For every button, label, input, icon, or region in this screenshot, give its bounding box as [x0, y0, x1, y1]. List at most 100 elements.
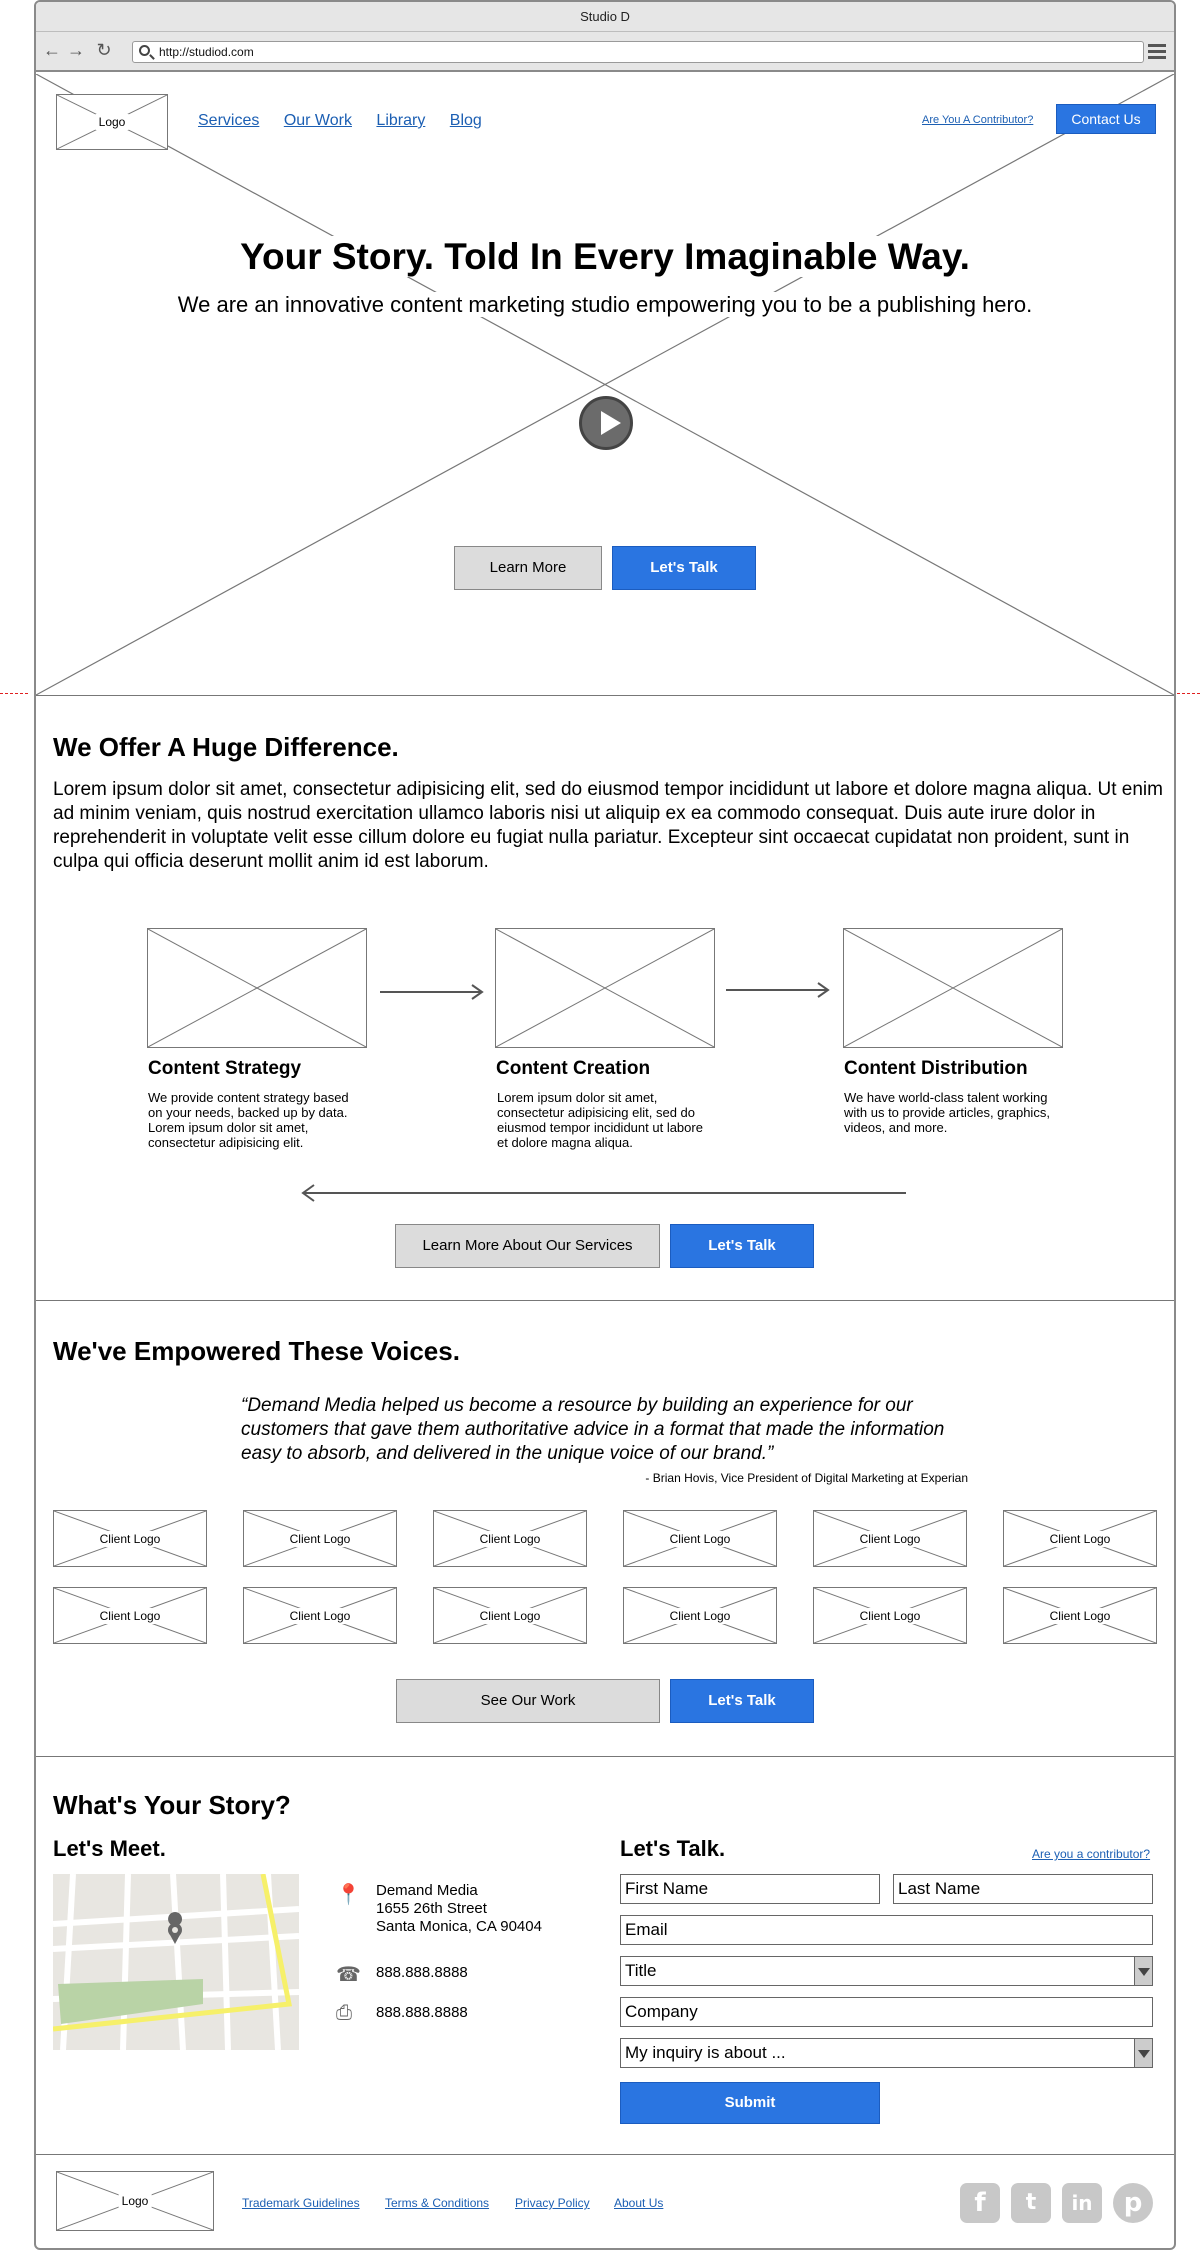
fold-marker-left	[0, 693, 28, 694]
step-image-creation	[495, 928, 715, 1048]
client-logo: Client Logo	[623, 1510, 777, 1567]
reload-icon[interactable]: ↻	[96, 40, 112, 60]
search-icon	[139, 45, 150, 56]
client-logo-label: Client Logo	[286, 1607, 354, 1624]
title-select[interactable]: Title	[620, 1956, 1153, 1986]
inquiry-select-value: My inquiry is about ...	[625, 2043, 786, 2062]
form-contributor-link[interactable]: Are you a contributor?	[1032, 1847, 1151, 1861]
lets-talk-title: Let's Talk.	[620, 1836, 726, 1861]
step-desc-creation: Lorem ipsum dolor sit amet, consectetur …	[497, 1090, 703, 1150]
contributor-link[interactable]: Are You A Contributor?	[922, 114, 1034, 126]
hero-title: Your Story. Told In Every Imaginable Way…	[240, 236, 970, 277]
contact-title: What's Your Story?	[53, 1790, 291, 1820]
lets-meet-title: Let's Meet.	[53, 1836, 166, 1861]
address-company: Demand Media	[376, 1882, 478, 1899]
client-logo-label: Client Logo	[856, 1530, 924, 1547]
location-pin-icon: 📍	[336, 1884, 361, 1906]
first-name-field[interactable]: First Name	[620, 1874, 880, 1904]
logo-label: Logo	[95, 114, 129, 130]
client-logo-label: Client Logo	[96, 1607, 164, 1624]
client-logo: Client Logo	[53, 1587, 207, 1644]
submit-button[interactable]: Submit	[620, 2082, 880, 2124]
nav-link-services[interactable]: Services	[198, 112, 260, 129]
client-logo-label: Client Logo	[476, 1530, 544, 1547]
client-logo: Client Logo	[1003, 1587, 1157, 1644]
back-icon[interactable]: ←	[43, 40, 61, 60]
address-city: Santa Monica, CA 90404	[376, 1918, 542, 1935]
twitter-icon[interactable]: t	[1011, 2183, 1051, 2223]
client-logo: Client Logo	[813, 1587, 967, 1644]
client-logo-label: Client Logo	[96, 1530, 164, 1547]
testimonial-citation: - Brian Hovis, Vice President of Digital…	[645, 1471, 968, 1485]
voices-title: We've Empowered These Voices.	[53, 1336, 460, 1366]
chevron-down-icon[interactable]	[1134, 2039, 1152, 2067]
window-title: Studio D	[36, 2, 1174, 32]
footer-link-trademark[interactable]: Trademark Guidelines	[242, 2196, 360, 2210]
facebook-icon[interactable]: f	[960, 2183, 1000, 2223]
learn-more-services-button[interactable]: Learn More About Our Services	[395, 1224, 660, 1268]
client-logo: Client Logo	[433, 1587, 587, 1644]
arrow-right-icon	[380, 984, 484, 1000]
main-nav: Services Our Work Library Blog	[198, 112, 502, 130]
difference-section	[36, 696, 1174, 1301]
hero-subtitle: We are an innovative content marketing s…	[177, 292, 1033, 317]
step-title-strategy: Content Strategy	[148, 1058, 302, 1079]
see-our-work-button[interactable]: See Our Work	[396, 1679, 660, 1723]
play-video-icon[interactable]	[579, 396, 633, 450]
client-logo-label: Client Logo	[1046, 1530, 1114, 1547]
difference-lets-talk-button[interactable]: Let's Talk	[670, 1224, 814, 1268]
client-logo: Client Logo	[1003, 1510, 1157, 1567]
client-logo: Client Logo	[813, 1510, 967, 1567]
step-title-creation: Content Creation	[496, 1058, 651, 1079]
step-desc-distribution: We have world-class talent working with …	[844, 1090, 1050, 1135]
client-logo: Client Logo	[433, 1510, 587, 1567]
client-logo: Client Logo	[53, 1510, 207, 1567]
header-logo[interactable]: Logo	[56, 94, 168, 150]
contact-us-button[interactable]: Contact Us	[1056, 104, 1156, 134]
footer-link-terms[interactable]: Terms & Conditions	[385, 2196, 490, 2210]
client-logo-label: Client Logo	[476, 1607, 544, 1624]
nav-link-library[interactable]: Library	[376, 112, 426, 129]
email-field[interactable]: Email	[620, 1915, 1153, 1945]
chevron-down-icon[interactable]	[1134, 1957, 1152, 1985]
arrow-right-icon	[726, 982, 830, 998]
phone-icon: ☎	[336, 1964, 361, 1986]
hamburger-menu-icon[interactable]	[1148, 44, 1166, 59]
address-bar[interactable]: http://studiod.com	[132, 41, 1144, 63]
arrow-left-icon	[301, 1184, 906, 1202]
learn-more-button[interactable]: Learn More	[454, 546, 602, 590]
pinterest-icon[interactable]: p	[1113, 2183, 1153, 2223]
testimonial-quote: “Demand Media helped us become a resourc…	[241, 1395, 945, 1464]
forward-icon[interactable]: →	[67, 40, 85, 60]
nav-link-our-work[interactable]: Our Work	[283, 112, 352, 129]
voices-lets-talk-button[interactable]: Let's Talk	[670, 1679, 814, 1723]
client-logo-label: Client Logo	[1046, 1607, 1114, 1624]
location-map[interactable]	[53, 1874, 299, 2050]
difference-title: We Offer A Huge Difference.	[53, 732, 399, 762]
browser-window: Studio D ← → ↻ http://studiod.com Logo S…	[34, 0, 1176, 2250]
step-image-strategy	[147, 928, 367, 1048]
last-name-field[interactable]: Last Name	[893, 1874, 1153, 1904]
step-desc-strategy: We provide content strategy based on you…	[148, 1090, 349, 1150]
company-field[interactable]: Company	[620, 1997, 1153, 2027]
client-logo-label: Client Logo	[286, 1530, 354, 1547]
address-street: 1655 26th Street	[376, 1900, 487, 1917]
footer-logo-label: Logo	[118, 2193, 152, 2209]
footer-link-about[interactable]: About Us	[614, 2196, 664, 2210]
hero-lets-talk-button[interactable]: Let's Talk	[612, 546, 756, 590]
inquiry-select[interactable]: My inquiry is about ...	[620, 2038, 1153, 2068]
footer-logo[interactable]: Logo	[56, 2171, 214, 2231]
client-logo-label: Client Logo	[666, 1530, 734, 1547]
client-logo: Client Logo	[623, 1587, 777, 1644]
fax-icon: ⎙	[336, 2002, 352, 2024]
step-image-distribution	[843, 928, 1063, 1048]
contact-section	[36, 1757, 1174, 2155]
hero-section: Logo Services Our Work Library Blog Are …	[36, 74, 1174, 696]
client-logo: Client Logo	[243, 1587, 397, 1644]
nav-link-blog[interactable]: Blog	[449, 112, 482, 129]
voices-section	[36, 1301, 1174, 1757]
fax-number: 888.888.8888	[376, 2004, 468, 2021]
footer-link-privacy[interactable]: Privacy Policy	[515, 2196, 590, 2210]
client-logo-label: Client Logo	[856, 1607, 924, 1624]
linkedin-icon[interactable]: in	[1062, 2183, 1102, 2223]
